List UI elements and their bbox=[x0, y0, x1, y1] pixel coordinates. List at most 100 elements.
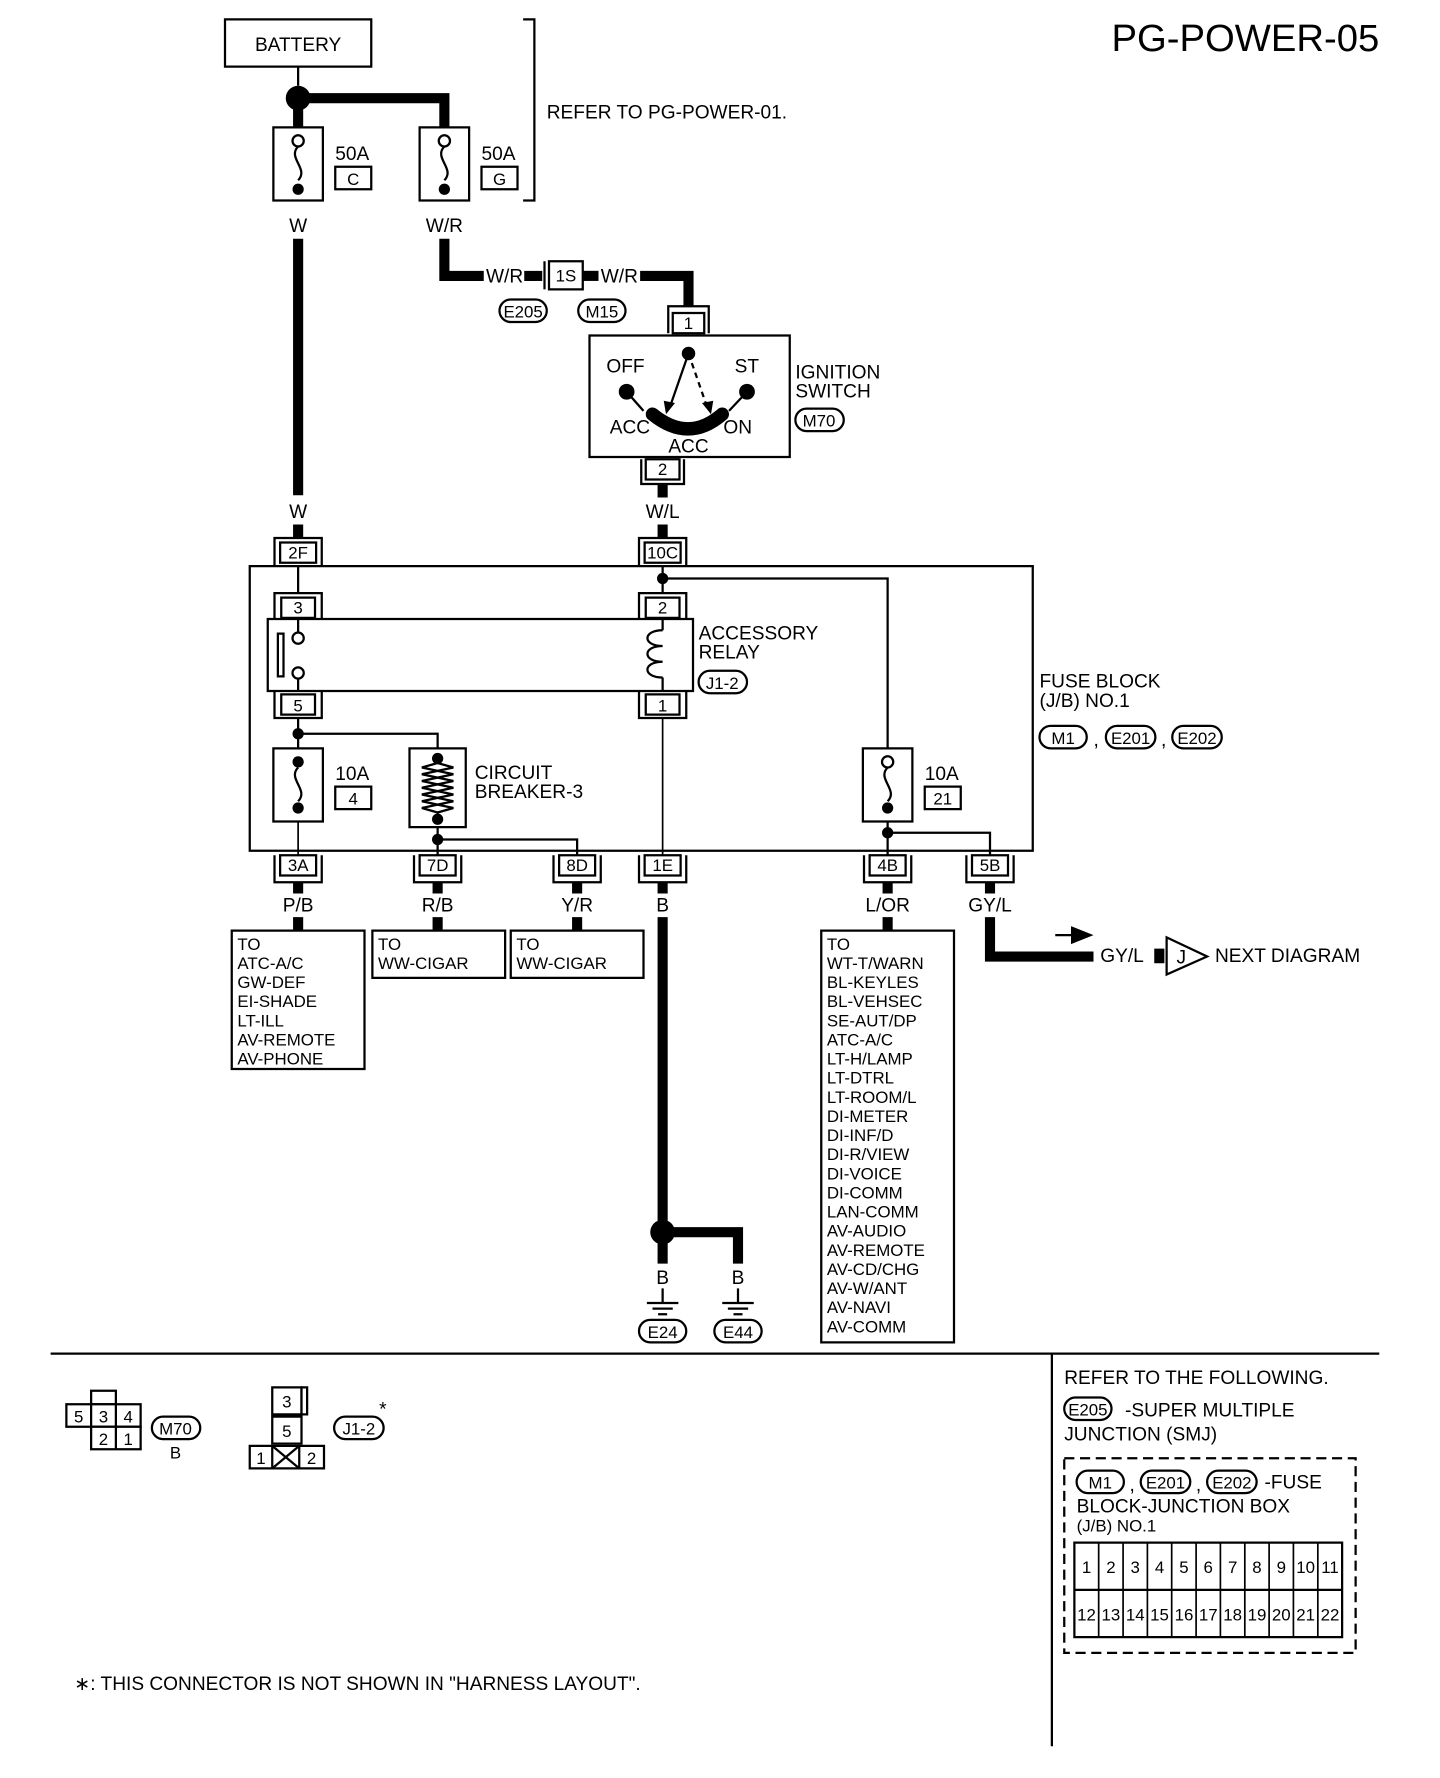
jb-pin: 14 bbox=[1126, 1605, 1145, 1624]
jb-pin: 18 bbox=[1223, 1605, 1242, 1624]
m70-connector-face: 5 3 4 2 1 M70 B bbox=[65, 1389, 202, 1462]
jb-pin: 6 bbox=[1204, 1558, 1213, 1577]
accessory-relay: 3 2 5 1 bbox=[266, 592, 695, 720]
dest-rb-item: TO bbox=[378, 935, 401, 954]
ground-e24-label: E24 bbox=[648, 1323, 678, 1342]
pin-3a: 3A bbox=[273, 854, 323, 884]
dest-lor-item: LT-H/LAMP bbox=[827, 1050, 913, 1069]
j12-connector-face: 3 5 1 2 J1-2 * bbox=[248, 1386, 387, 1470]
pin-4b: 4B bbox=[862, 854, 913, 884]
jb-line-2: BLOCK-JUNCTION BOX bbox=[1077, 1496, 1291, 1517]
jb-line-3: (J/B) NO.1 bbox=[1077, 1516, 1157, 1535]
refer-note: REFER TO PG-POWER-01. bbox=[547, 102, 787, 123]
ignition-label-1: IGNITION bbox=[795, 362, 880, 383]
fuse-g-rating: 50A bbox=[482, 144, 516, 165]
wire-gyl: GY/L bbox=[968, 896, 1012, 917]
dest-lor-item: AV-W/ANT bbox=[827, 1279, 907, 1298]
legend-e201-label: E201 bbox=[1146, 1474, 1185, 1493]
fuseblock-label-2: (J/B) NO.1 bbox=[1040, 691, 1130, 712]
dest-yr-item: TO bbox=[516, 935, 539, 954]
ignition-on: ON bbox=[723, 417, 752, 438]
wire-wr-right: W/R bbox=[601, 267, 638, 288]
dest-lor-item: DI-INF/D bbox=[827, 1126, 894, 1145]
pin-10c: 10C bbox=[637, 536, 688, 567]
dest-rb-item: WW-CIGAR bbox=[378, 954, 469, 973]
jb-dashed-box bbox=[1063, 1457, 1357, 1654]
dest-lor-item: AV-COMM bbox=[827, 1317, 906, 1336]
dest-lor-item: AV-NAVI bbox=[827, 1298, 891, 1317]
jb-pin: 11 bbox=[1321, 1558, 1339, 1577]
jb-pin: 1 bbox=[1082, 1558, 1091, 1577]
wire-wr-top: W/R bbox=[426, 216, 463, 237]
legend-asterisk: * bbox=[379, 1400, 387, 1421]
dest-pb-box bbox=[230, 929, 366, 1071]
pin-2f-label: 2F bbox=[288, 543, 308, 562]
jb-pin: 17 bbox=[1199, 1605, 1218, 1624]
pin-5b-label: 5B bbox=[980, 856, 1001, 875]
footnote: ∗: THIS CONNECTOR IS NOT SHOWN IN "HARNE… bbox=[74, 1674, 640, 1695]
battery-label: BATTERY bbox=[255, 35, 342, 56]
pin-1e: 1E bbox=[637, 854, 688, 884]
ignition-pin-1: 1 bbox=[684, 314, 693, 333]
jb-pin: 13 bbox=[1102, 1605, 1121, 1624]
ignition-acc: ACC bbox=[610, 417, 651, 438]
jb-pin: 22 bbox=[1321, 1605, 1340, 1624]
legend-m1-label: M1 bbox=[1089, 1474, 1112, 1493]
refer-bracket bbox=[523, 18, 536, 202]
m70-pin: 2 bbox=[99, 1430, 108, 1449]
fuse-21: 10A 21 bbox=[861, 747, 962, 823]
relay-label-2: RELAY bbox=[699, 642, 761, 663]
connector-j1-2: J1-2 bbox=[697, 669, 749, 695]
legend-e201: E201 bbox=[1139, 1469, 1192, 1495]
ground-e44: E44 bbox=[713, 1288, 763, 1344]
relay-label-1: ACCESSORY bbox=[699, 623, 819, 644]
dest-lor-item: LAN-COMM bbox=[827, 1203, 919, 1222]
breaker-label-2: BREAKER-3 bbox=[475, 782, 583, 803]
circuit-breaker-3 bbox=[408, 747, 467, 829]
next-diagram-connector: J bbox=[1165, 935, 1210, 977]
jb-pin: 5 bbox=[1179, 1558, 1188, 1577]
dest-lor-item: DI-R/VIEW bbox=[827, 1145, 910, 1164]
j12-pin: 2 bbox=[307, 1449, 316, 1468]
jb-pin: 3 bbox=[1131, 1558, 1140, 1577]
dest-lor-item: AV-CD/CHG bbox=[827, 1260, 919, 1279]
ignition-off: OFF bbox=[606, 357, 644, 378]
svg-text:,: , bbox=[1161, 730, 1166, 751]
fuse-4: 10A 4 bbox=[272, 747, 373, 823]
legend-e205-label: E205 bbox=[1068, 1401, 1107, 1420]
m70-pin: 4 bbox=[124, 1407, 133, 1426]
fuse-block bbox=[248, 565, 1034, 852]
fuseblock-label-1: FUSE BLOCK bbox=[1040, 672, 1161, 693]
jb-pin: 21 bbox=[1296, 1605, 1315, 1624]
dest-pb-item: TO bbox=[237, 935, 260, 954]
wire-w-bottom: W bbox=[289, 502, 307, 523]
fuse-c-rating: 50A bbox=[335, 144, 369, 165]
wire-lor: L/OR bbox=[865, 896, 910, 917]
relay-pin-2: 2 bbox=[658, 598, 667, 617]
ignition-switch: 1 OFF ST ACC ON ACC 2 bbox=[588, 305, 791, 486]
smj-line-1: -SUPER MULTIPLE bbox=[1125, 1401, 1295, 1422]
svg-text:,: , bbox=[1130, 1475, 1135, 1496]
ignition-st: ST bbox=[735, 357, 760, 378]
legend-e202-label: E202 bbox=[1212, 1474, 1251, 1493]
fuse-g-id: G bbox=[493, 170, 506, 189]
dest-lor-item: SE-AUT/DP bbox=[827, 1011, 917, 1030]
pin-5b: 5B bbox=[965, 854, 1015, 884]
connector-m70-label: M70 bbox=[803, 412, 836, 431]
dest-pb-list: TO ATC-A/C GW-DEF EI-SHADE LT-ILL AV-REM… bbox=[237, 935, 335, 1069]
jb-pin: 19 bbox=[1248, 1605, 1267, 1624]
legend-e202: E202 bbox=[1206, 1469, 1258, 1495]
dest-lor-item: BL-VEHSEC bbox=[827, 992, 923, 1011]
ground-e44-label: E44 bbox=[723, 1323, 753, 1342]
j12-pin: 3 bbox=[282, 1393, 291, 1412]
jb-pin: 4 bbox=[1155, 1558, 1164, 1577]
jb-pin-grid: 1 2 3 4 5 6 7 8 9 10 11 12 13 14 15 16 1… bbox=[1073, 1541, 1344, 1639]
jb-pin: 10 bbox=[1296, 1558, 1315, 1577]
dest-rb-box bbox=[371, 929, 507, 979]
fuse-g: 50A G bbox=[418, 126, 519, 202]
pin-8d: 8D bbox=[552, 854, 602, 884]
jb-pin: 12 bbox=[1077, 1605, 1096, 1624]
jb-pin: 9 bbox=[1277, 1558, 1286, 1577]
j12-pin: 1 bbox=[256, 1449, 265, 1468]
connector-m15-label: M15 bbox=[585, 303, 618, 322]
